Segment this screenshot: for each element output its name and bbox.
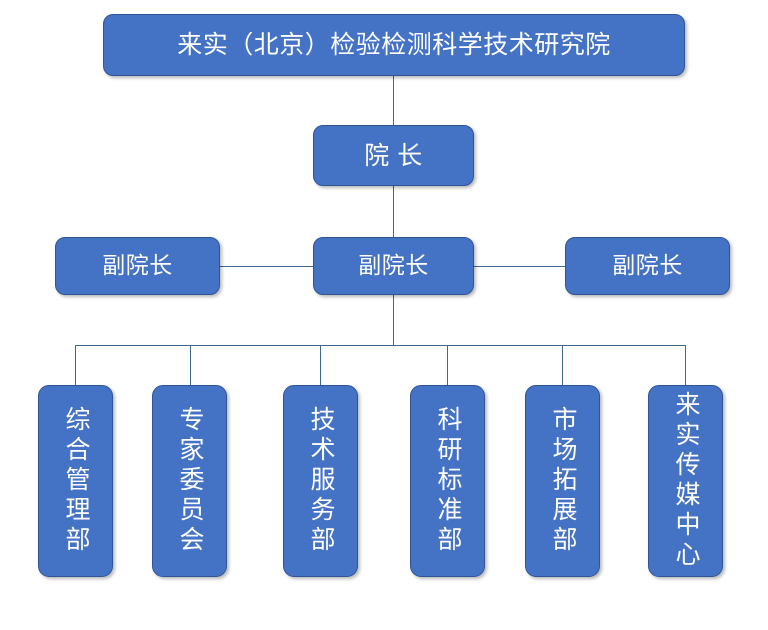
- connector-deputy-to-bus: [393, 295, 394, 345]
- node-department-technical-service-label: 技术服务部: [307, 406, 335, 556]
- connector-director-to-deputy-center: [393, 186, 394, 237]
- node-department-general-management-label: 综合管理部: [62, 406, 90, 556]
- node-deputy-director-1[interactable]: 副院长: [55, 237, 220, 295]
- node-deputy-director-3-label: 副院长: [612, 252, 683, 279]
- node-institute-root[interactable]: 来实（北京）检验检测科学技术研究院: [103, 14, 685, 76]
- node-deputy-director-1-label: 副院长: [102, 252, 173, 279]
- node-department-research-standards[interactable]: 科研标准部: [410, 385, 485, 577]
- connector-root-to-director: [393, 76, 394, 125]
- connector-deputy-left-link: [220, 266, 313, 267]
- node-director-label: 院 长: [364, 141, 423, 170]
- node-deputy-director-2-label: 副院长: [358, 252, 429, 279]
- node-department-laishi-media-center-label: 来实传媒中心: [672, 391, 700, 571]
- node-department-market-development[interactable]: 市场拓展部: [525, 385, 600, 577]
- node-department-research-standards-label: 科研标准部: [434, 406, 462, 556]
- node-department-market-development-label: 市场拓展部: [549, 406, 577, 556]
- connector-department-bus: [75, 345, 686, 346]
- connector-bus-to-department-3: [447, 345, 448, 385]
- connector-bus-to-department-2: [320, 345, 321, 385]
- node-department-laishi-media-center[interactable]: 来实传媒中心: [648, 385, 723, 577]
- connector-bus-to-department-0: [75, 345, 76, 385]
- node-department-general-management[interactable]: 综合管理部: [38, 385, 113, 577]
- connector-bus-to-department-1: [190, 345, 191, 385]
- connector-bus-to-department-5: [685, 345, 686, 385]
- node-department-technical-service[interactable]: 技术服务部: [283, 385, 358, 577]
- node-deputy-director-3[interactable]: 副院长: [565, 237, 730, 295]
- node-institute-root-label: 来实（北京）检验检测科学技术研究院: [177, 31, 611, 59]
- node-department-expert-committee-label: 专家委员会: [176, 406, 204, 556]
- connector-deputy-right-link: [474, 266, 565, 267]
- node-deputy-director-2[interactable]: 副院长: [313, 237, 474, 295]
- node-department-expert-committee[interactable]: 专家委员会: [152, 385, 227, 577]
- node-director[interactable]: 院 长: [313, 125, 474, 186]
- connector-bus-to-department-4: [562, 345, 563, 385]
